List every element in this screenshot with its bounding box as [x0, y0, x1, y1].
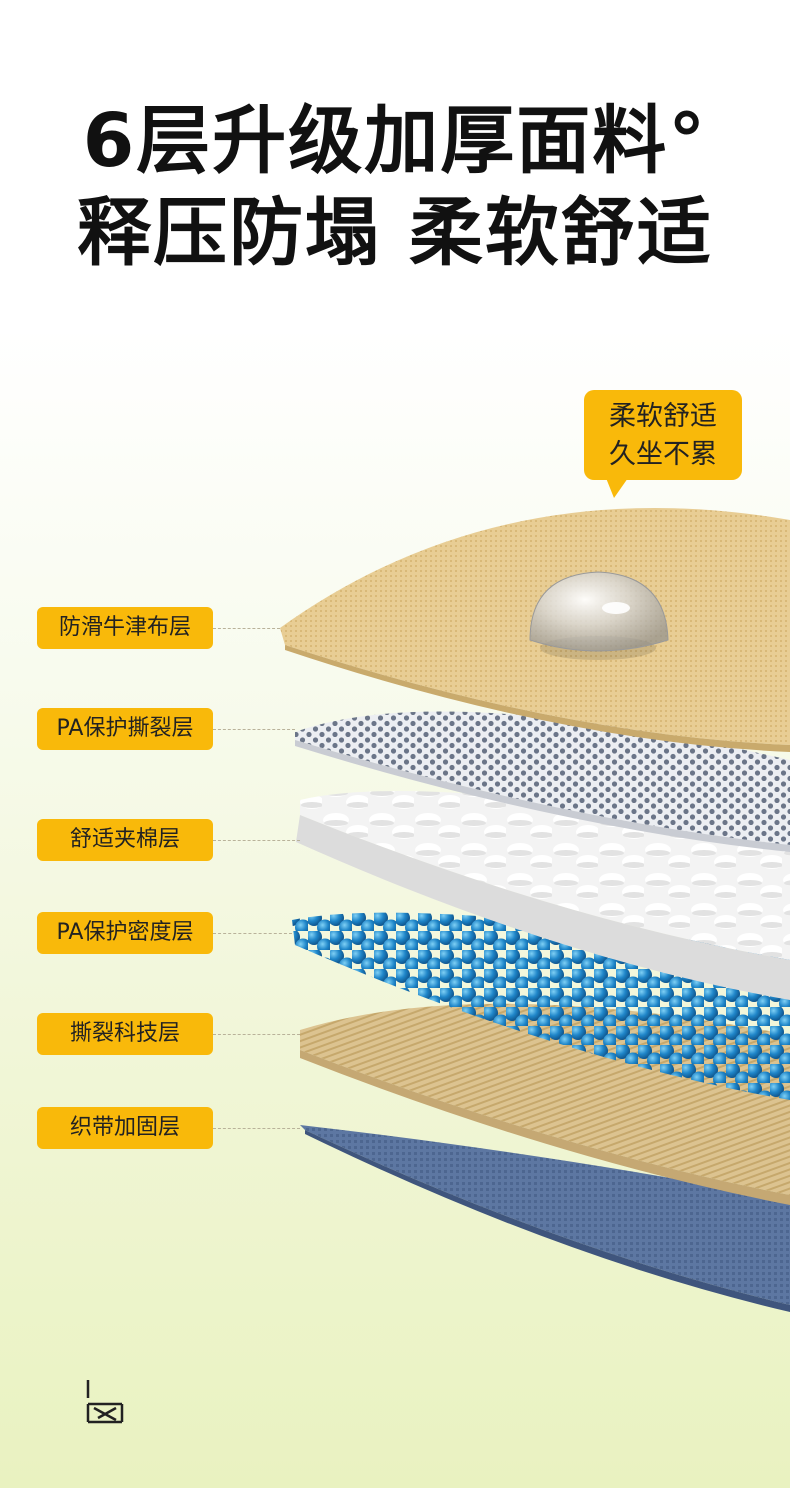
- leader-line: [213, 1034, 300, 1035]
- mesh-layer: [295, 711, 790, 852]
- layer-label-pa-density: PA保护密度层: [37, 912, 213, 954]
- callout-line-1: 柔软舒适: [609, 401, 717, 432]
- leader-line: [213, 933, 292, 934]
- leader-line: [213, 840, 300, 841]
- comfort-callout: 柔软舒适 久坐不累: [584, 390, 742, 498]
- leader-line: [213, 628, 280, 629]
- callout-line-2: 久坐不累: [609, 439, 717, 470]
- headline-line-2: 释压防塌 柔软舒适: [77, 190, 713, 276]
- oxford-layer: [280, 507, 790, 752]
- layer-label-oxford: 防滑牛津布层: [37, 607, 213, 649]
- layer-label-cotton: 舒适夹棉层: [37, 819, 213, 861]
- layer-label-tech: 撕裂科技层: [37, 1013, 213, 1055]
- headline-line-1: 6层升级加厚面料°: [82, 98, 708, 184]
- water-droplet-icon: [529, 571, 669, 652]
- layer-label-webbing: 织带加固层: [37, 1107, 213, 1149]
- leader-line: [213, 729, 295, 730]
- brand-logo-icon: [86, 1380, 124, 1424]
- layer-label-pa-tear: PA保护撕裂层: [37, 708, 213, 750]
- leader-line: [213, 1128, 300, 1129]
- webbing-layer: [300, 1125, 790, 1312]
